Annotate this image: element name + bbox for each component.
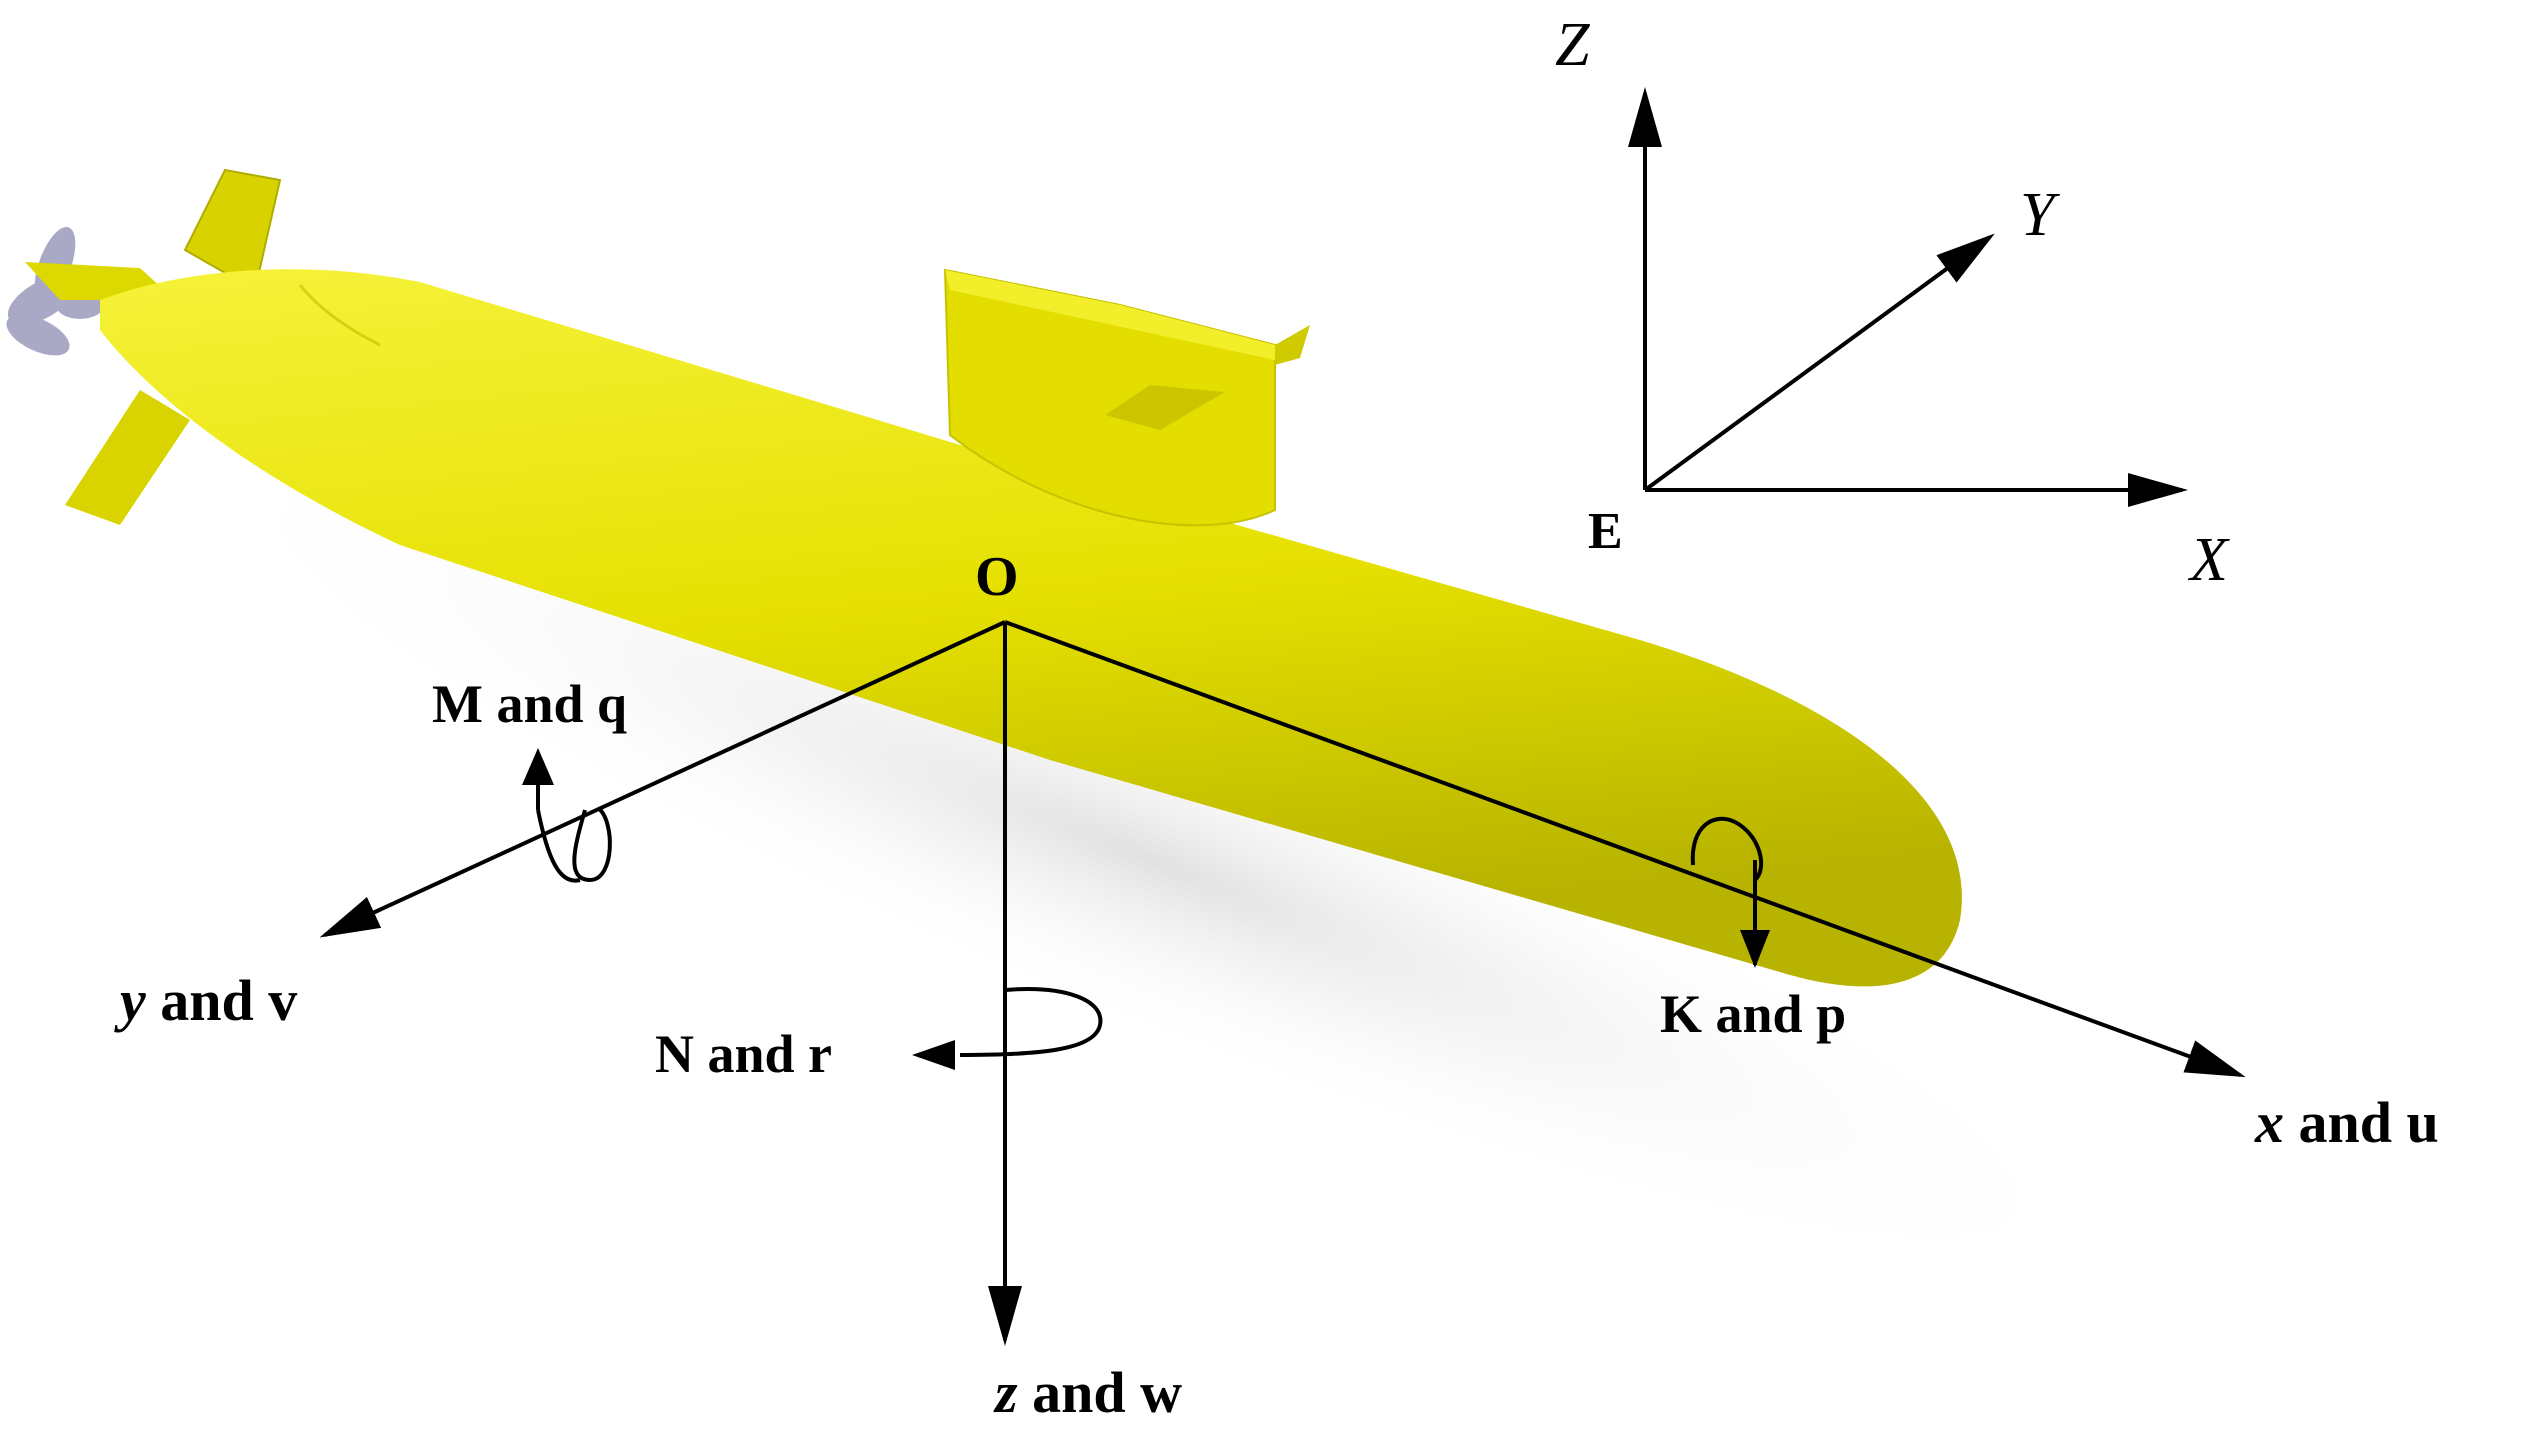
hull: [100, 269, 1962, 987]
earth-y-axis: [1643, 233, 1995, 492]
yaw-label: N and r: [655, 1024, 832, 1084]
hull-shadow: [174, 436, 2126, 1284]
sail-plane: [1105, 385, 1225, 430]
earth-origin-label: E: [1588, 503, 1623, 560]
stern-fin-lower: [65, 390, 190, 525]
body-y-axis: [319, 620, 1006, 938]
earth-z-label: Z: [1555, 11, 1590, 79]
roll-label: K and p: [1660, 984, 1846, 1044]
pitch-label: M and q: [432, 674, 627, 734]
earth-frame: [1628, 87, 2188, 507]
body-x-label: x and u: [2254, 1090, 2439, 1155]
yaw-rotation-arrow: [959, 987, 1103, 1057]
body-frame: [319, 620, 2246, 1346]
body-origin-label: O: [975, 546, 1019, 608]
body-y-label: y and v: [114, 968, 297, 1033]
body-z-label: z and w: [993, 1360, 1182, 1425]
earth-y-label: Y: [2020, 181, 2060, 249]
submarine: [6, 168, 1962, 987]
body-x-axis: [1004, 620, 2246, 1078]
earth-x-label: X: [2187, 526, 2230, 594]
